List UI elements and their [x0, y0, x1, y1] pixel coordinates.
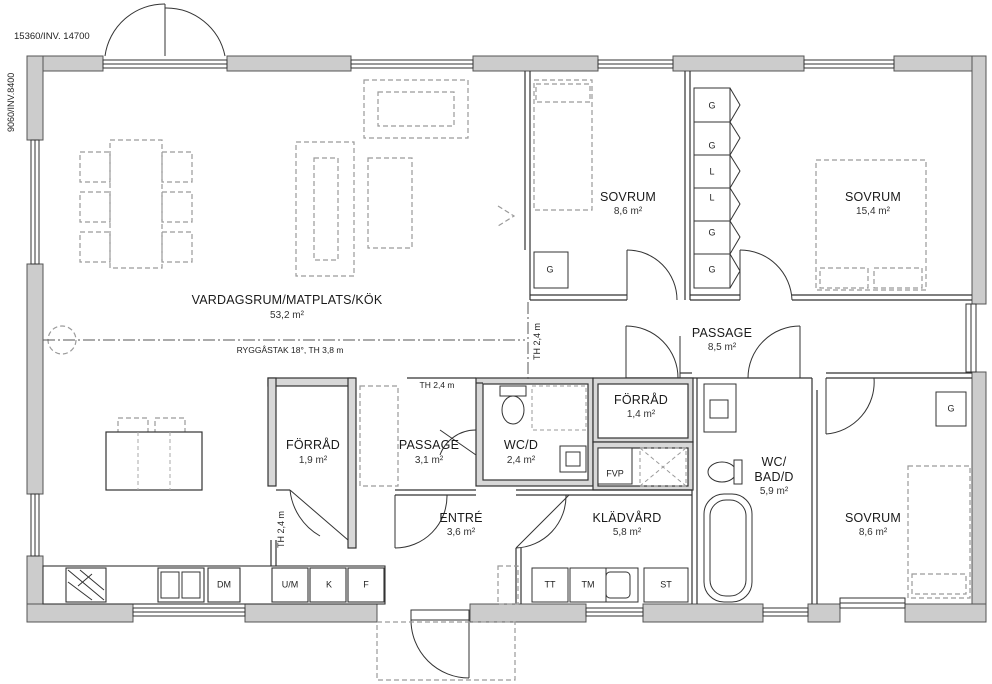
dryer-label: TT	[544, 579, 556, 590]
sink-symbol	[160, 571, 201, 599]
wardrobe-unit-4: L	[709, 192, 715, 203]
room-area-bed2: 15,4 m²	[856, 206, 890, 217]
overall-dimension: 15360/INV. 14700	[14, 31, 90, 42]
windows	[30, 59, 977, 617]
ridge-line	[43, 302, 529, 380]
room-area-laundry: 5,8 m²	[612, 527, 642, 538]
wardrobe-g-bed1: G	[546, 264, 554, 275]
room-name-bed3: SOVRUM	[844, 511, 902, 525]
washer-label: TM	[581, 579, 595, 590]
room-area-passage-main: 8,5 m²	[707, 342, 737, 353]
wardrobe-unit-5: G	[708, 227, 716, 238]
room-area-bed3: 8,6 m²	[858, 527, 888, 538]
room-name-passage-small: PASSAGE	[398, 438, 460, 452]
room-name-bath-line1: WC/	[761, 455, 787, 469]
room-area-entry: 3,6 m²	[446, 527, 476, 538]
wardrobe-bed3	[935, 391, 967, 427]
room-area-bed1: 8,6 m²	[613, 206, 643, 217]
wardrobe-unit-2: G	[708, 140, 716, 151]
wardrobe-unit-6: G	[708, 264, 716, 275]
patio-doors	[104, 3, 226, 57]
room-name-entry: ENTRÉ	[439, 511, 483, 525]
kitchen-island	[105, 431, 203, 491]
wardrobe-bed1	[533, 251, 569, 289]
side-dimension: 9060/INV.8400	[6, 72, 16, 132]
interior-doors	[289, 249, 875, 679]
shower-area	[531, 385, 687, 487]
oven-microwave-label: U/M	[281, 579, 299, 590]
ceiling-height-left: TH 2,4 m	[276, 510, 286, 548]
drying-cabinet-label: ST	[660, 579, 672, 590]
stove-symbol	[67, 569, 105, 601]
room-name-bed2: SOVRUM	[844, 190, 902, 204]
room-area-bath: 5,9 m²	[759, 486, 789, 497]
room-name-wc: WC/D	[503, 438, 539, 452]
fridge-label: K	[325, 579, 333, 590]
room-area-storage-mid: 1,4 m²	[626, 409, 656, 420]
kitchen-counter	[42, 565, 386, 605]
room-name-laundry: KLÄDVÅRD	[592, 511, 662, 525]
room-area-wc: 2,4 m²	[506, 455, 536, 466]
room-name-living: VARDAGSRUM/MATPLATS/KÖK	[191, 293, 383, 307]
wc-fixtures	[499, 383, 753, 603]
room-area-storage-left: 1,9 m²	[298, 455, 328, 466]
room-area-passage-small: 3,1 m²	[414, 455, 444, 466]
room-name-bed1: SOVRUM	[599, 190, 657, 204]
room-name-bath-line2: BAD/D	[754, 470, 794, 484]
wardrobe-unit-1: G	[708, 100, 716, 111]
room-name-storage-left: FÖRRÅD	[286, 438, 340, 452]
ridge-annotation: RYGGÅSTAK 18°, TH 3,8 m	[236, 345, 344, 355]
ceiling-height-vertical: TH 2,4 m	[532, 322, 542, 360]
room-name-storage-mid: FÖRRÅD	[614, 393, 668, 407]
ceiling-height-upper: TH 2,4 m	[419, 380, 455, 390]
wardrobe-g-bed3: G	[947, 403, 955, 414]
wardrobe-unit-3: L	[709, 166, 715, 177]
freezer-label: F	[363, 579, 369, 590]
dishwasher-label: DM	[217, 579, 231, 590]
room-name-passage-main: PASSAGE	[691, 326, 753, 340]
room-area-living: 53,2 m²	[270, 310, 304, 321]
heat-pump-label: FVP	[606, 468, 624, 479]
wardrobe	[693, 87, 741, 289]
exterior-walls	[26, 55, 987, 623]
